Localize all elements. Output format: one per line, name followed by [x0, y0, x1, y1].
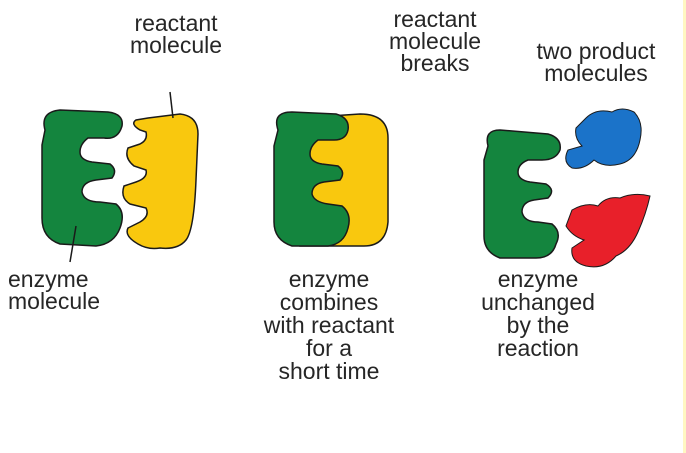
enzyme-molecule-3 — [484, 130, 560, 258]
product-blue — [566, 109, 641, 168]
reactant-molecule — [123, 114, 198, 249]
label-enzyme-molecule: enzyme molecule — [8, 268, 140, 312]
enzyme-molecule-2 — [274, 112, 349, 246]
label-enzyme-unchanged: enzyme unchanged by the reaction — [450, 268, 626, 360]
label-reactant-molecule: reactant molecule — [104, 12, 248, 56]
enzyme-molecule-1 — [42, 110, 122, 246]
product-red — [566, 194, 650, 266]
label-two-products: two product molecules — [510, 40, 682, 84]
reactant-pointer — [170, 92, 173, 118]
label-reactant-breaks: reactant molecule breaks — [360, 8, 510, 74]
label-enzyme-combines: enzyme combines with reactant for a shor… — [226, 268, 432, 383]
